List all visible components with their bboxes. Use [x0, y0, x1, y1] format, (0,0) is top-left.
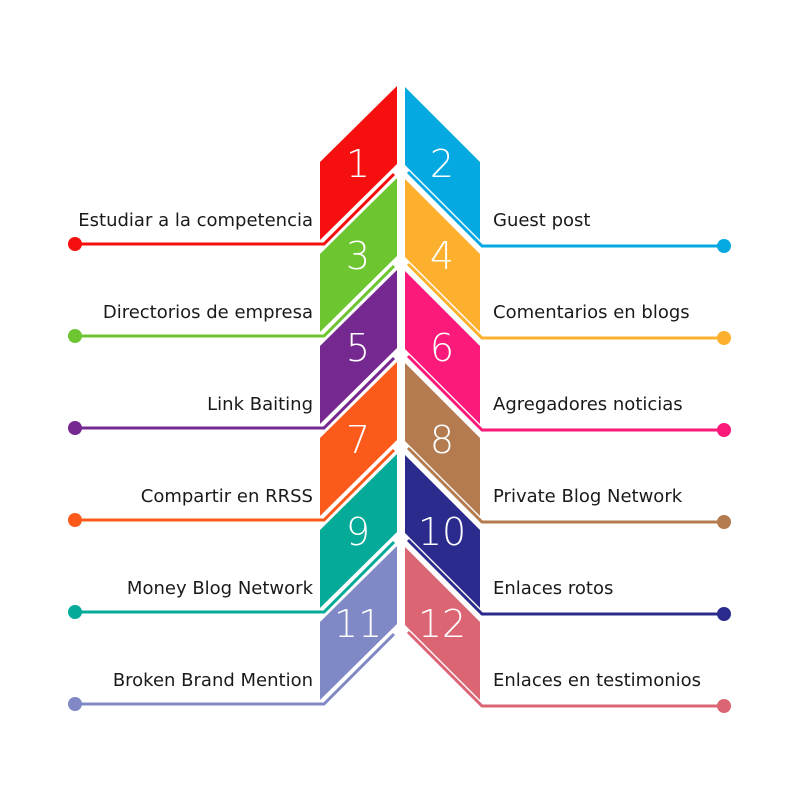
- step-number: 2: [430, 142, 454, 186]
- step-label: Money Blog Network: [126, 578, 313, 599]
- connector-dot-icon: [68, 421, 82, 435]
- connector-line: [406, 538, 724, 616]
- connector-dot-icon: [68, 605, 82, 619]
- step-label: Private Blog Network: [493, 486, 683, 507]
- connector-line: [75, 448, 396, 522]
- step-number: 9: [346, 510, 370, 554]
- step-block: [405, 455, 480, 608]
- step-number: 3: [346, 234, 370, 278]
- step-block: [320, 454, 397, 608]
- step-number: 11: [334, 602, 382, 646]
- left-step-11: 11: [68, 546, 397, 711]
- step-block: [405, 363, 480, 516]
- connector-line: [75, 264, 396, 338]
- right-step-12: 12: [405, 547, 731, 713]
- step-number: 5: [346, 326, 370, 370]
- connector-dot-icon: [717, 239, 731, 253]
- connector-dot-icon: [68, 329, 82, 343]
- step-block: [405, 179, 480, 332]
- right-step-2: 2: [405, 87, 731, 253]
- connector-line: [75, 172, 396, 246]
- step-label: Compartir en RRSS: [140, 486, 313, 507]
- connector-dot-icon: [68, 513, 82, 527]
- step-block: [405, 271, 480, 424]
- right-step-10: 10: [405, 455, 731, 621]
- connector-line: [75, 540, 396, 614]
- step-number: 10: [418, 510, 466, 554]
- step-label: Agregadores noticias: [493, 394, 683, 415]
- left-step-7: 7: [68, 362, 397, 527]
- connector-line: [406, 630, 724, 708]
- step-label: Guest post: [493, 210, 591, 231]
- step-block: [405, 547, 480, 700]
- connector-dot-icon: [717, 331, 731, 345]
- step-number: 7: [346, 418, 370, 462]
- step-label: Estudiar a la competencia: [78, 210, 313, 231]
- connector-dot-icon: [717, 423, 731, 437]
- step-block: [320, 178, 397, 332]
- right-step-6: 6: [405, 271, 731, 437]
- step-block: [405, 87, 480, 240]
- step-number: 4: [430, 234, 454, 278]
- step-label: Enlaces en testimonios: [493, 670, 702, 691]
- connector-line: [75, 356, 396, 430]
- step-number: 1: [346, 142, 370, 186]
- connector-dot-icon: [717, 699, 731, 713]
- connector-dot-icon: [717, 607, 731, 621]
- step-number: 8: [430, 418, 454, 462]
- connector-line: [406, 354, 724, 432]
- left-step-3: 3: [68, 178, 397, 343]
- connector-line: [75, 632, 396, 706]
- right-step-4: 4: [405, 179, 731, 345]
- left-step-1: 1: [68, 86, 397, 251]
- step-label: Link Baiting: [207, 394, 313, 415]
- step-block: [320, 362, 397, 516]
- connector-dot-icon: [68, 697, 82, 711]
- step-number: 6: [430, 326, 454, 370]
- connector-dot-icon: [717, 515, 731, 529]
- step-block: [320, 270, 397, 424]
- step-label: Directorios de empresa: [102, 302, 313, 323]
- connector-line: [406, 446, 724, 524]
- connector-dot-icon: [68, 237, 82, 251]
- step-block: [320, 86, 397, 240]
- connector-line: [406, 262, 724, 340]
- step-block: [320, 546, 397, 700]
- step-label: Broken Brand Mention: [112, 670, 313, 691]
- step-number: 12: [418, 602, 466, 646]
- left-step-5: 5: [68, 270, 397, 435]
- step-label: Enlaces rotos: [493, 578, 614, 599]
- connector-line: [406, 170, 724, 248]
- right-step-8: 8: [405, 363, 731, 529]
- left-step-9: 9: [68, 454, 397, 619]
- step-label: Comentarios en blogs: [493, 302, 690, 323]
